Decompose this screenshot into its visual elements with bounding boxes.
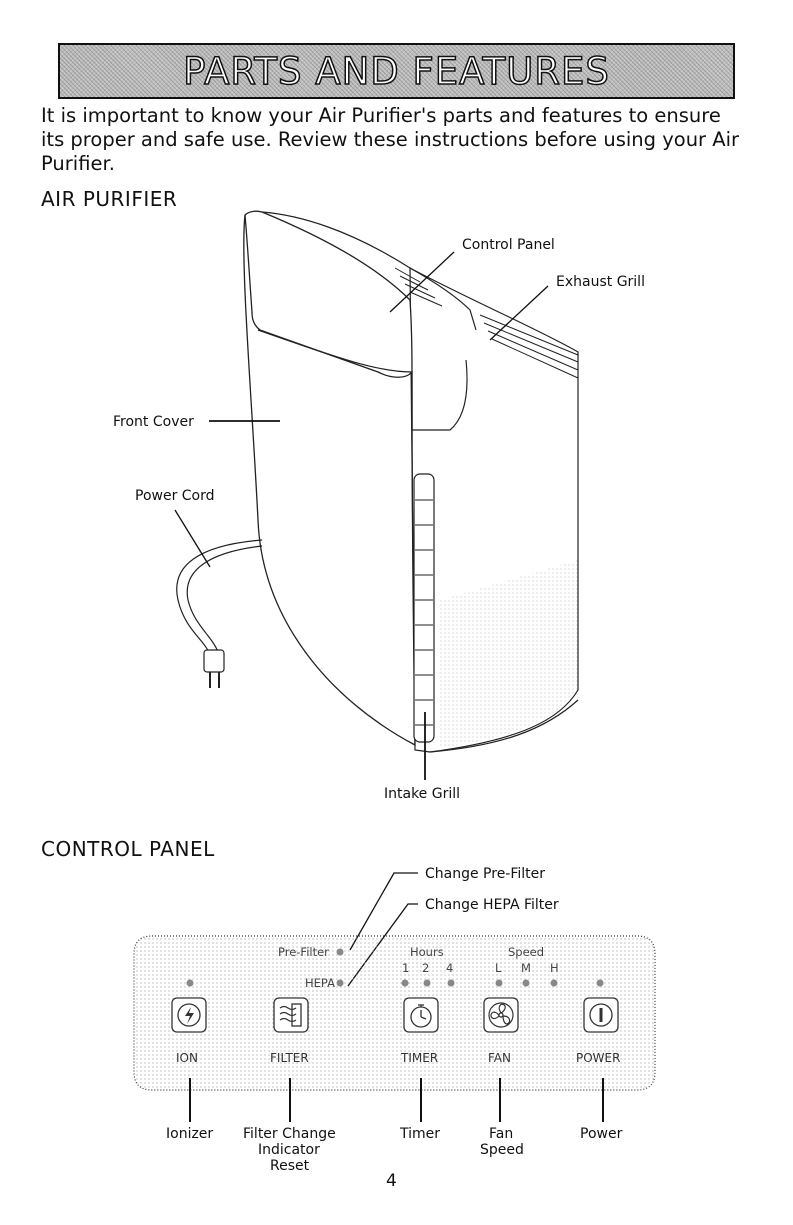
power-cord bbox=[176, 539, 263, 656]
indicator-led-speed-m bbox=[522, 979, 530, 987]
speed-value-m: M bbox=[521, 961, 531, 975]
page-title: PARTS AND FEATURES bbox=[182, 49, 610, 94]
indicator-led-hours-4 bbox=[447, 979, 455, 987]
function-timer: Timer bbox=[399, 1126, 440, 1142]
function-filter-line2: Indicator bbox=[258, 1142, 320, 1158]
hours-value-4: 4 bbox=[446, 961, 453, 975]
control-panel-body bbox=[133, 935, 656, 1091]
air-purifier-illustration: Control Panel Exhaust Grill Front Cover … bbox=[113, 210, 645, 802]
power-plug bbox=[203, 649, 225, 673]
fan-icon bbox=[488, 1002, 514, 1028]
indicator-led-hepa bbox=[336, 979, 344, 987]
ionizer-icon bbox=[177, 1003, 201, 1027]
button-label-ion: ION bbox=[176, 1051, 198, 1065]
indicator-label-hours: Hours bbox=[410, 945, 444, 959]
filter-button[interactable] bbox=[273, 997, 309, 1033]
power-icon bbox=[589, 1003, 613, 1027]
button-label-timer: TIMER bbox=[400, 1051, 438, 1065]
ion-button[interactable] bbox=[171, 997, 207, 1033]
function-filter-line3: Reset bbox=[270, 1158, 310, 1170]
hours-value-1: 1 bbox=[402, 961, 409, 975]
section-title-banner: PARTS AND FEATURES bbox=[58, 43, 735, 99]
indicator-label-hepa: HEPA bbox=[305, 976, 335, 990]
front-cover-body bbox=[243, 214, 416, 747]
label-power-cord: Power Cord bbox=[135, 488, 215, 504]
intro-paragraph: It is important to know your Air Purifie… bbox=[41, 104, 740, 175]
power-cord-leader bbox=[174, 509, 211, 568]
filter-icon bbox=[279, 1003, 302, 1027]
control-panel-top bbox=[261, 211, 477, 331]
indicator-led-speed-h bbox=[550, 979, 558, 987]
function-fan-line1: Fan bbox=[489, 1126, 513, 1142]
indicator-led-power bbox=[596, 979, 604, 987]
power-button[interactable] bbox=[583, 997, 619, 1033]
indicator-label-speed: Speed bbox=[508, 945, 544, 959]
hours-value-2: 2 bbox=[422, 961, 429, 975]
label-front-cover: Front Cover bbox=[113, 414, 194, 430]
intake-grill bbox=[413, 473, 435, 743]
button-label-power: POWER bbox=[576, 1051, 620, 1065]
timer-button[interactable] bbox=[403, 997, 439, 1033]
prefilter-leader bbox=[349, 872, 418, 951]
indicator-led-hours-2 bbox=[423, 979, 431, 987]
control-panel-diagram: Change Pre-Filter Change HEPA Filter Pre… bbox=[133, 866, 656, 1170]
power-cord-inner bbox=[186, 545, 263, 653]
speed-value-h: H bbox=[550, 961, 559, 975]
timer-icon bbox=[410, 1004, 432, 1028]
speed-value-l: L bbox=[495, 961, 502, 975]
exhaust-grill bbox=[394, 267, 579, 379]
label-control-panel: Control Panel bbox=[462, 237, 555, 253]
indicator-led-ion bbox=[186, 979, 194, 987]
page-number: 4 bbox=[386, 1171, 397, 1191]
purifier-side-shading bbox=[440, 560, 578, 748]
button-label-filter: FILTER bbox=[270, 1051, 309, 1065]
function-filter-line1: Filter Change bbox=[243, 1126, 336, 1142]
button-label-fan: FAN bbox=[488, 1051, 511, 1065]
indicator-led-prefilter bbox=[336, 948, 344, 956]
function-power: Power bbox=[580, 1126, 623, 1142]
control-panel-leader bbox=[389, 251, 455, 313]
fan-button[interactable] bbox=[483, 997, 519, 1033]
front-cover bbox=[244, 210, 413, 378]
exhaust-grill-leader bbox=[489, 285, 549, 341]
air-purifier-heading: AIR PURIFIER bbox=[41, 187, 178, 211]
label-exhaust-grill: Exhaust Grill bbox=[556, 274, 645, 290]
label-intake-grill: Intake Grill bbox=[384, 786, 460, 802]
label-change-hepa: Change HEPA Filter bbox=[425, 897, 559, 913]
intake-grill-slats bbox=[415, 499, 433, 726]
indicator-led-speed-l bbox=[495, 979, 503, 987]
control-panel-heading: CONTROL PANEL bbox=[41, 837, 215, 861]
indicator-label-prefilter: Pre-Filter bbox=[278, 945, 329, 959]
label-change-prefilter: Change Pre-Filter bbox=[425, 866, 545, 882]
function-ionizer: Ionizer bbox=[166, 1126, 213, 1142]
indicator-led-hours-1 bbox=[401, 979, 409, 987]
function-fan-line2: Speed bbox=[480, 1142, 524, 1158]
purifier-base bbox=[429, 699, 579, 753]
front-cover-lip bbox=[257, 329, 468, 431]
